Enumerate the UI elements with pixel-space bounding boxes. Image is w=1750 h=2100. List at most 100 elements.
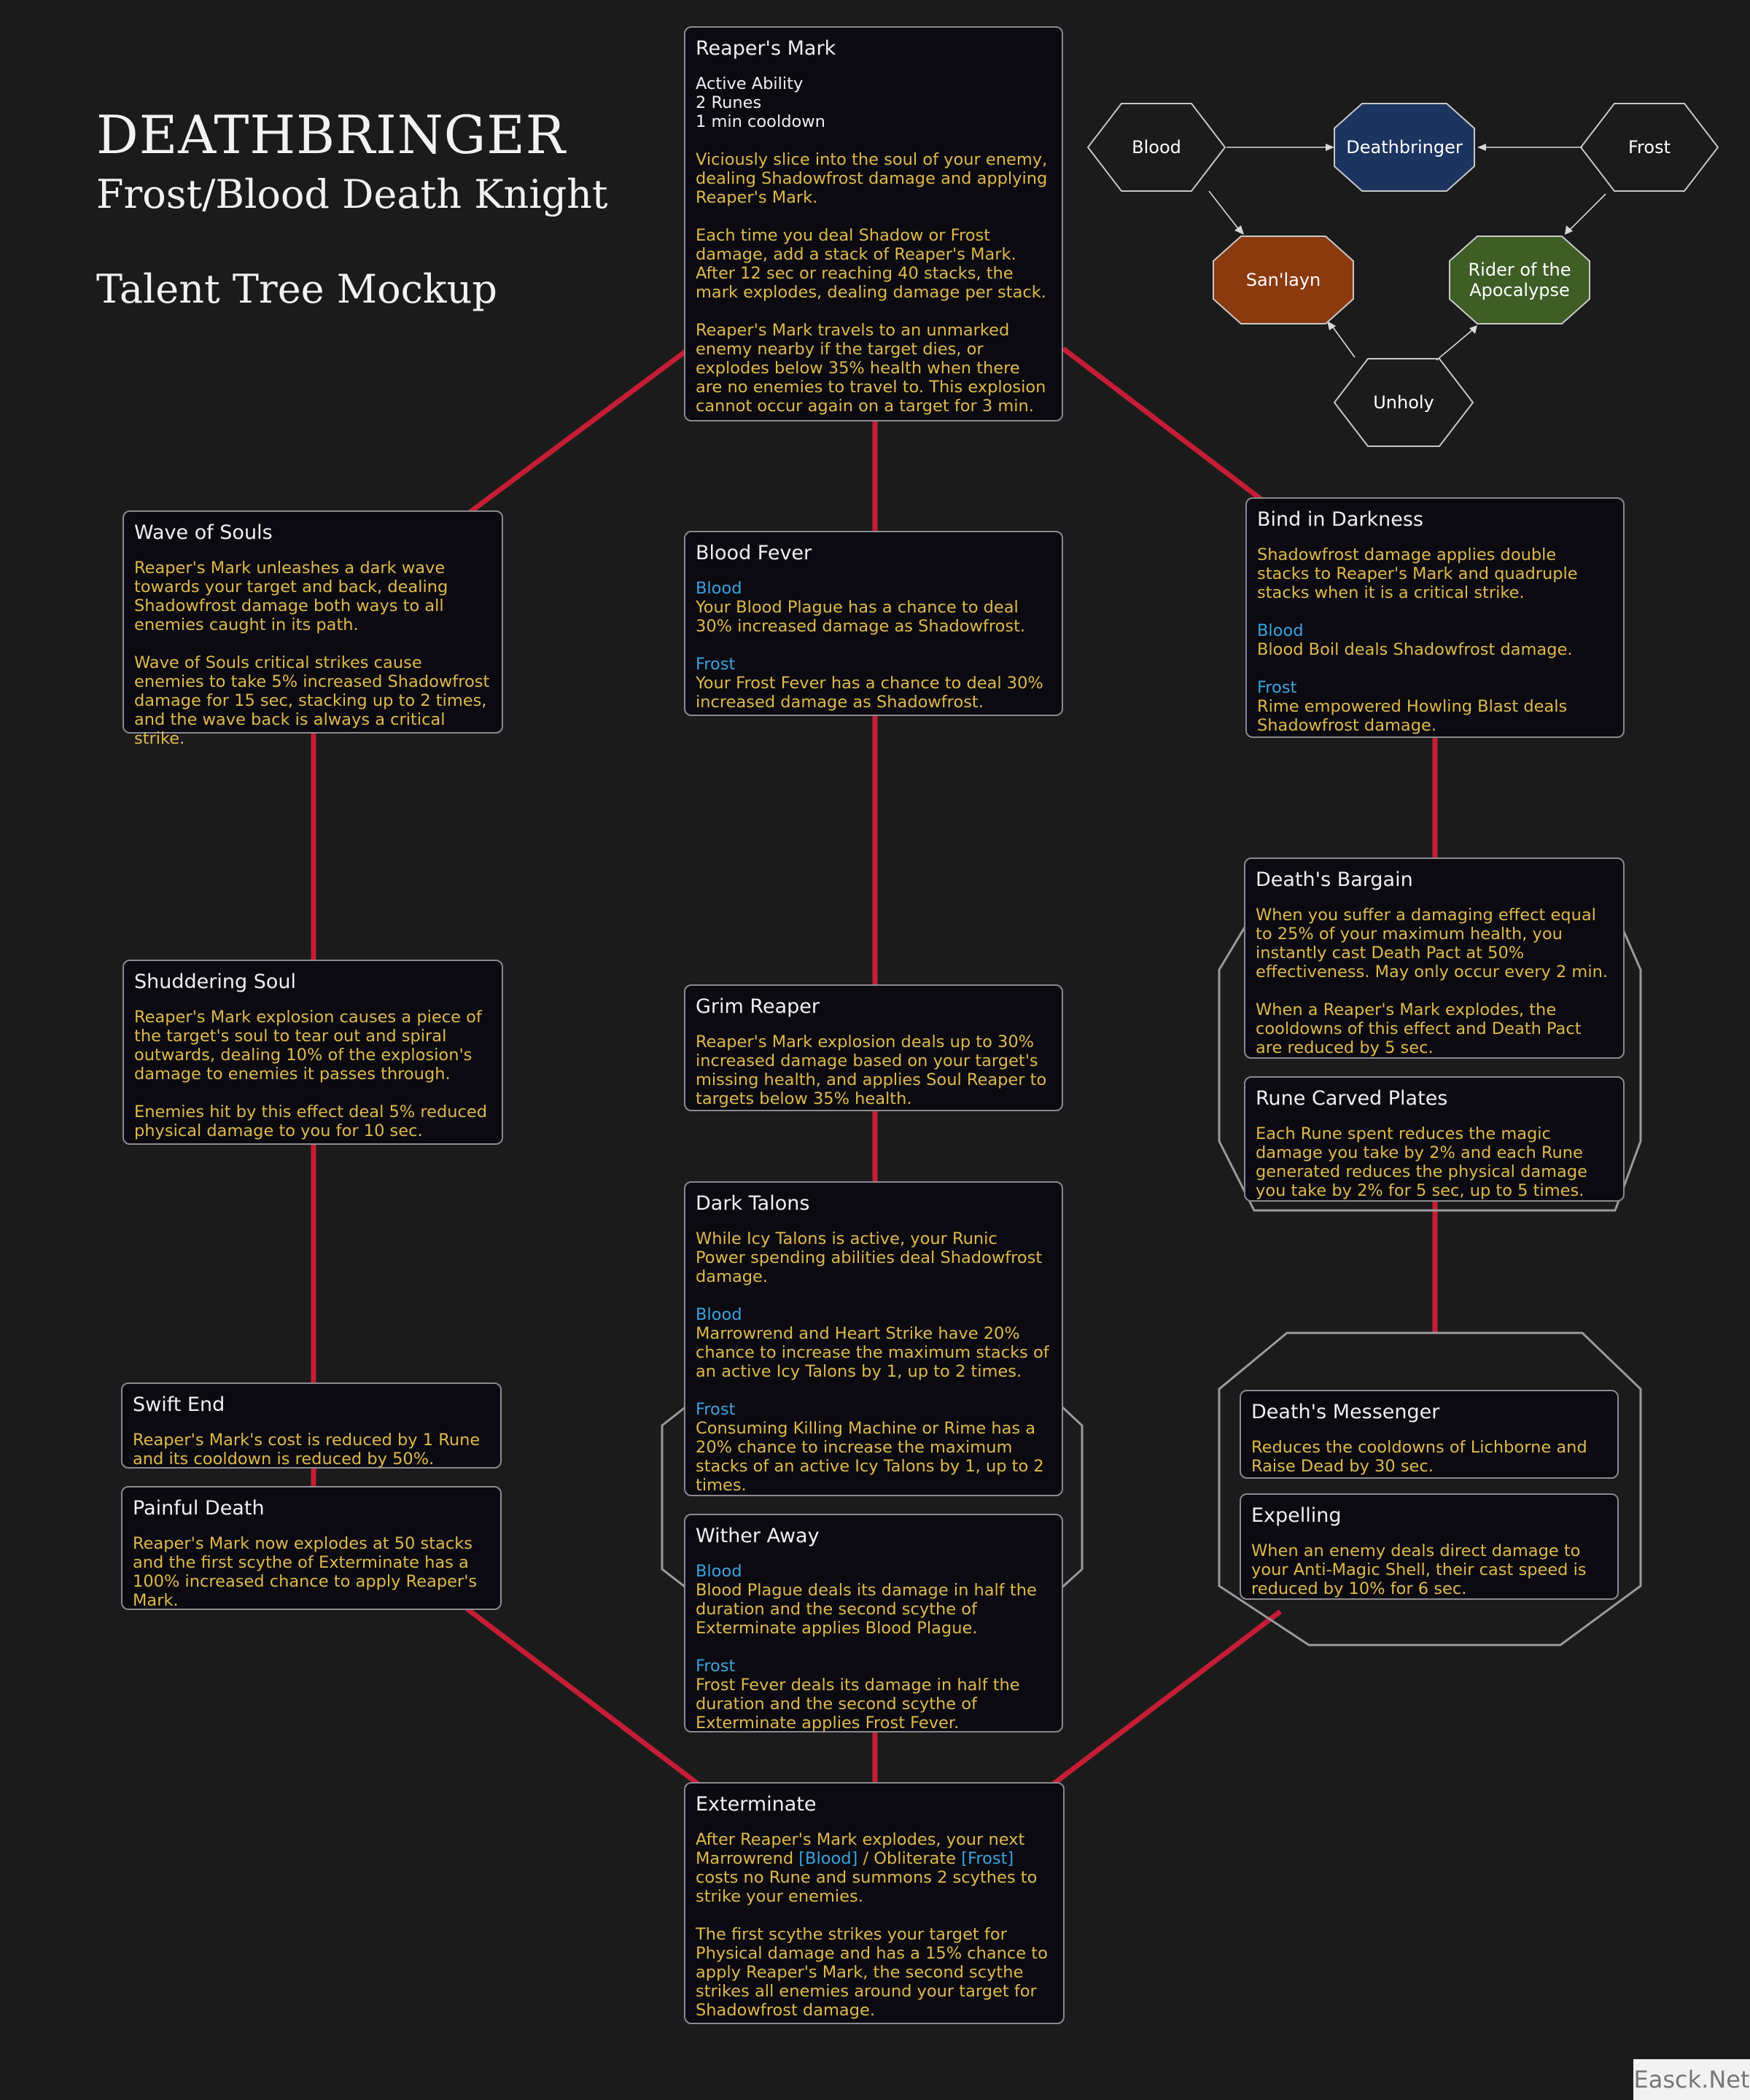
spec-section-frost: Frost Rime empowered Howling Blast deals… [1257,678,1613,735]
card-title: Exterminate [696,1793,817,1816]
card-title: Swift End [133,1393,225,1416]
spec-section-frost: Frost Your Frost Fever has a chance to d… [696,655,1051,712]
card-text: After Reaper's Mark explodes, your next … [696,1830,1053,1906]
card-title: Shuddering Soul [134,971,296,993]
legend-unholy[interactable]: Unholy [1333,357,1474,448]
card-text: Your Frost Fever has a chance to deal 30… [696,674,1043,712]
card-text: Marrowrend and Heart Strike have 20% cha… [696,1324,1049,1381]
card-text: Each Rune spent reduces the magic damage… [1256,1124,1587,1200]
legend-rider[interactable]: Rider of the Apocalypse [1448,235,1591,325]
card-text: Reaper's Mark explosion causes a piece o… [134,1008,482,1084]
spec-label-frost: Frost [696,1400,736,1419]
spec-tag-blood: [Blood] [798,1849,858,1868]
talent-card-blood-fever[interactable]: Blood Fever Blood Your Blood Plague has … [684,531,1063,716]
card-text: When you suffer a damaging effect equal … [1256,906,1608,981]
legend-sanlayn[interactable]: San'layn [1212,235,1355,325]
talent-card-wither-away[interactable]: Wither Away Blood Blood Plague deals its… [684,1514,1063,1732]
card-title: Wave of Souls [134,521,273,544]
spec-label-frost: Frost [1257,678,1297,697]
spec-section-frost: Frost Consuming Killing Machine or Rime … [696,1400,1051,1495]
card-text: Shadowfrost damage applies double stacks… [1257,545,1578,602]
hexagon-icon [1086,103,1226,192]
spec-label-frost: Frost [696,655,736,674]
talent-card-bind-in-darkness[interactable]: Bind in Darkness Shadowfrost damage appl… [1245,497,1625,738]
talent-card-rune-carved-plates[interactable]: Rune Carved Plates Each Rune spent reduc… [1244,1076,1625,1202]
page-subtitle: Frost/Blood Death Knight [96,171,608,217]
legend-label: San'layn [1245,270,1321,290]
card-text: Reaper's Mark's cost is reduced by 1 Run… [133,1431,481,1469]
spec-section-blood: Blood Marrowrend and Heart Strike have 2… [696,1305,1051,1381]
talent-card-expelling[interactable]: Expelling When an enemy deals direct dam… [1240,1493,1619,1600]
card-text: Enemies hit by this effect deal 5% reduc… [134,1102,487,1140]
card-text: Reaper's Mark now explodes at 50 stacks … [133,1534,478,1610]
card-text: Consuming Killing Machine or Rime has a … [696,1419,1044,1495]
legend-label: Frost [1628,137,1671,158]
card-text: Reaper's Mark unleashes a dark wave towa… [134,559,448,634]
spec-section-blood: Blood Blood Boil deals Shadowfrost damag… [1257,621,1613,659]
spec-label-blood: Blood [696,579,742,598]
spec-label-blood: Blood [696,1562,742,1581]
spec-section-frost: Frost Frost Fever deals its damage in ha… [696,1657,1051,1732]
card-title: Dark Talons [696,1192,810,1215]
card-title: Reaper's Mark [696,37,836,60]
talent-card-wave-of-souls[interactable]: Wave of Souls Reaper's Mark unleashes a … [122,510,503,748]
card-text: When a Reaper's Mark explodes, the coold… [1256,1000,1582,1057]
card-text: Reduces the cooldowns of Lichborne and R… [1251,1438,1587,1476]
legend-label: Unholy [1373,392,1434,413]
card-text: Frost Fever deals its damage in half the… [696,1676,1020,1732]
card-text-part: / Obliterate [863,1849,957,1868]
spec-tag-frost: [Frost] [961,1849,1014,1868]
card-text: When an enemy deals direct damage to you… [1251,1541,1587,1598]
card-text: Rime empowered Howling Blast deals Shado… [1257,697,1568,735]
card-text: Each time you deal Shadow or Frost damag… [696,226,1046,302]
card-title: Rune Carved Plates [1256,1087,1448,1110]
ability-type: Active Ability [696,74,804,93]
legend-deathbringer[interactable]: Deathbringer [1333,102,1476,192]
spec-label-frost: Frost [696,1657,736,1676]
spec-label-blood: Blood [1257,621,1304,640]
card-title: Blood Fever [696,542,812,564]
talent-card-exterminate[interactable]: Exterminate After Reaper's Mark explodes… [684,1782,1065,2024]
ability-cost: 2 Runes [696,93,762,112]
spec-section-blood: Blood Blood Plague deals its damage in h… [696,1562,1051,1638]
card-title: Grim Reaper [696,995,820,1018]
legend-blood[interactable]: Blood [1086,102,1226,192]
legend-frost[interactable]: Frost [1579,102,1719,192]
card-text: Blood Plague deals its damage in half th… [696,1581,1037,1638]
talent-card-painful-death[interactable]: Painful Death Reaper's Mark now explodes… [121,1486,502,1610]
spec-label-blood: Blood [696,1305,742,1324]
legend-label: Rider of the Apocalypse [1468,260,1571,300]
talent-card-shuddering-soul[interactable]: Shuddering Soul Reaper's Mark explosion … [122,960,503,1145]
page-header: DEATHBRINGER Frost/Blood Death Knight Ta… [96,102,608,316]
talent-card-grim-reaper[interactable]: Grim Reaper Reaper's Mark explosion deal… [684,984,1063,1111]
talent-card-deaths-bargain[interactable]: Death's Bargain When you suffer a damagi… [1244,858,1625,1059]
talent-card-dark-talons[interactable]: Dark Talons While Icy Talons is active, … [684,1181,1063,1496]
page-title: DEATHBRINGER [96,104,567,166]
card-title: Death's Bargain [1256,868,1413,891]
card-title: Bind in Darkness [1257,508,1423,531]
card-text: Blood Boil deals Shadowfrost damage. [1257,640,1573,659]
card-text: Viciously slice into the soul of your en… [696,150,1048,207]
talent-card-swift-end[interactable]: Swift End Reaper's Mark's cost is reduce… [121,1382,502,1469]
talent-card-deaths-messenger[interactable]: Death's Messenger Reduces the cooldowns … [1240,1390,1619,1479]
octagon-icon [1449,236,1590,324]
legend-label: Deathbringer [1346,137,1463,158]
octagon-icon [1213,236,1354,324]
card-title: Death's Messenger [1251,1401,1440,1423]
card-text: Wave of Souls critical strikes cause ene… [134,653,490,748]
card-text: Your Blood Plague has a chance to deal 3… [696,598,1026,636]
card-text: Reaper's Mark travels to an unmarked ene… [696,321,1046,416]
card-text: The first scythe strikes your target for… [696,1925,1048,2020]
card-text-part: After Reaper's Mark explodes, your next … [696,1830,1025,1868]
ability-cooldown: 1 min cooldown [696,112,825,131]
card-text: Reaper's Mark explosion deals up to 30% … [696,1032,1047,1108]
card-title: Wither Away [696,1525,820,1547]
spec-section-blood: Blood Your Blood Plague has a chance to … [696,579,1051,636]
octagon-icon [1334,103,1475,192]
talent-card-reapers-mark[interactable]: Reaper's Mark Active Ability 2 Runes 1 m… [684,26,1063,421]
card-text-part: costs no Rune and summons 2 scythes to s… [696,1868,1038,1906]
legend-label: Blood [1132,137,1181,158]
page-caption: Talent Tree Mockup [96,266,497,312]
